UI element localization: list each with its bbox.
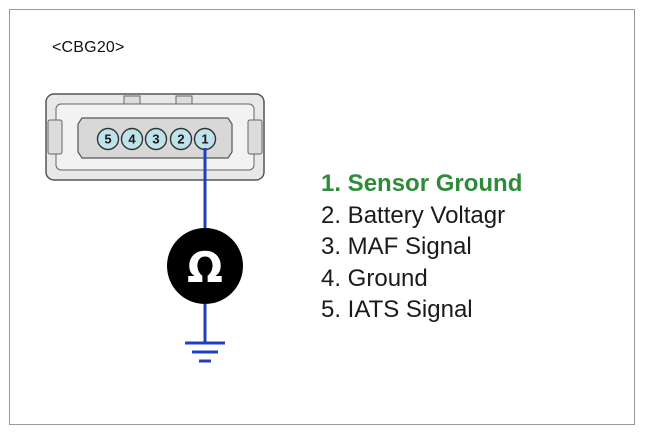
- ohm-icon: Ω: [187, 243, 223, 292]
- pin-2: 2: [169, 127, 193, 151]
- pin-4: 4: [120, 127, 144, 151]
- legend-item-pin-1: 1. Sensor Ground: [321, 170, 523, 197]
- pin-3: 3: [144, 127, 168, 151]
- legend-item-pin-3: 3. MAF Signal: [321, 233, 472, 260]
- ohmmeter: Ω: [167, 228, 243, 304]
- pin-3-label: 3: [152, 132, 159, 147]
- pin-5-label: 5: [104, 132, 111, 147]
- pin-1: 1: [193, 127, 217, 151]
- legend-item-pin-5: 5. IATS Signal: [321, 296, 473, 323]
- connector-id-label: <CBG20>: [52, 39, 125, 56]
- pin-5: 5: [96, 127, 120, 151]
- diagram-frame: [9, 9, 635, 425]
- ground-icon: [185, 341, 225, 363]
- pin-legend: 1. Sensor Ground 2. Battery Voltagr 3. M…: [321, 168, 522, 326]
- pin-4-label: 4: [128, 132, 136, 147]
- legend-item-pin-2: 2. Battery Voltagr: [321, 201, 506, 229]
- pin-2-label: 2: [177, 132, 184, 147]
- ohmmeter-body: [167, 228, 243, 304]
- pin-1-label: 1: [201, 132, 208, 147]
- legend-item-pin-4: 4. Ground: [321, 264, 428, 292]
